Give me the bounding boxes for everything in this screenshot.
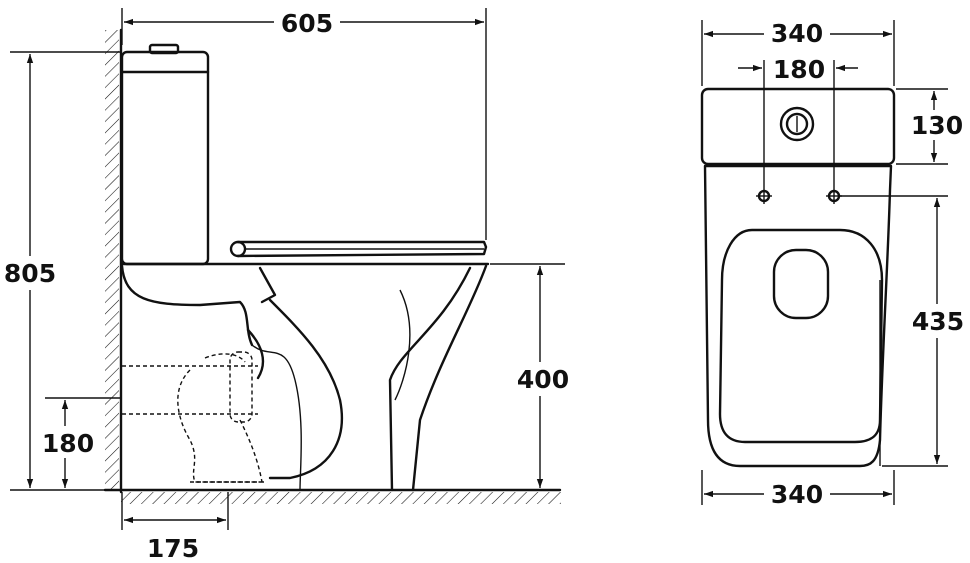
flush-button <box>148 43 180 55</box>
hidden-outlet <box>122 351 265 483</box>
tank-width-label: 340 <box>771 19 823 48</box>
dim-tank-depth: 130 <box>896 88 966 165</box>
tank-depth-label: 130 <box>911 111 963 140</box>
seat-lid <box>229 240 488 258</box>
overall-depth-label: 605 <box>281 9 333 38</box>
dim-overall-height: 805 <box>2 51 120 491</box>
seat-height-label: 400 <box>517 365 569 394</box>
hinge-icon <box>229 240 247 258</box>
fixing-spacing-label: 180 <box>773 55 825 84</box>
top-view: 340 180 130 435 <box>700 19 968 509</box>
dim-outlet-offset: 175 <box>121 492 229 563</box>
fixing-holes <box>756 60 842 204</box>
dim-overall-depth: 605 <box>121 8 487 240</box>
floor-hatching <box>103 488 562 504</box>
tank-top <box>700 87 896 166</box>
outlet-offset-label: 175 <box>147 534 199 563</box>
dim-seat-height: 400 <box>490 263 572 488</box>
bowl-body <box>120 262 490 492</box>
dim-base-width: 340 <box>701 470 895 509</box>
cistern <box>120 43 210 266</box>
base-width-label: 340 <box>771 480 823 509</box>
bowl-top <box>703 164 893 468</box>
dim-bowl-length: 435 <box>840 195 968 467</box>
dim-fixing-spacing: 180 <box>738 55 858 84</box>
dim-tank-width: 340 <box>701 19 895 86</box>
wall-hatching <box>105 28 123 494</box>
dual-flush-button-icon <box>779 106 815 142</box>
dim-outlet-height: 180 <box>40 397 120 488</box>
bowl-length-label: 435 <box>912 307 964 336</box>
overall-height-label: 805 <box>4 259 56 288</box>
outlet-height-label: 180 <box>42 429 94 458</box>
side-view: 605 805 400 180 175 <box>2 8 572 563</box>
